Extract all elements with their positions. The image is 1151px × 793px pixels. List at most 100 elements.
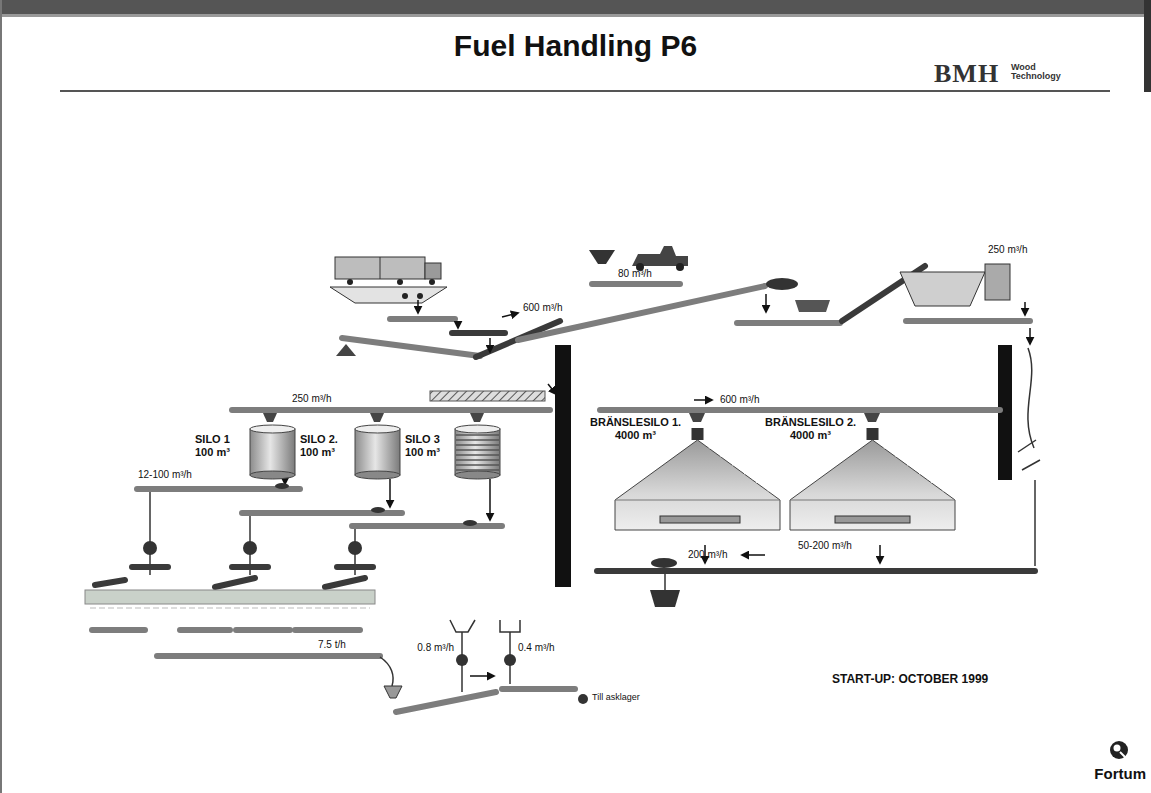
diagram-title: Fuel Handling P6 [0,28,1151,64]
boiler-feeders-part [384,686,402,698]
boiler-feeders-part [215,578,255,587]
boiler-feeders-part [132,564,168,570]
truck-unloading [330,257,447,313]
screen-crusher [737,264,1030,344]
frame-band-part [0,0,1151,14]
intake-conveyors-part [632,246,688,266]
bucket-elevator-part [555,345,571,587]
intake-conveyors-part [452,330,505,336]
silo-label: BRÄNSLESILO 2.4000 m³ [765,416,856,442]
silo-cap [692,428,704,440]
silo-shape [455,425,500,479]
truck-unloading-part [380,257,381,279]
flow-rate: 200 m³/h [688,549,727,561]
flow-rate: 7.5 t/h [318,639,346,651]
silo-step [927,479,931,483]
ash-handling-part [578,694,588,704]
silo-step [764,487,768,491]
flow-rate: 0.4 m³/h [518,642,555,654]
frame-band-part [0,0,2,793]
flow-rate: 0.8 m³/h [417,642,454,654]
day-silo-feed-part [389,479,391,507]
silo-volume: 100 m³ [195,446,230,459]
logo-subtext: Wood Technology [1011,63,1073,82]
boiler-feeders-part [157,653,380,659]
fuel-silo-conveyors-part [864,413,880,422]
company-logo-text: Fortum [1094,765,1146,783]
fuel-silo-conveyors [597,400,1035,607]
day-silo-feed-part [371,507,385,513]
fuel-silo-conveyors-part [600,407,1000,413]
ash-handling [396,620,588,712]
boiler-feeders-part [92,627,145,633]
day-silo-feed-part [463,520,477,526]
truck-unloading-part [335,257,425,279]
silo-shape [355,425,400,479]
silo-stripe [456,439,499,441]
screen-crusher-part [737,320,840,326]
silo-volume: 4000 m³ [765,429,856,442]
day-silo-feed-part [430,391,545,401]
fortum-logo-symbol [1110,741,1128,759]
intake-conveyors-part [342,338,480,356]
screen-crusher-part [795,300,830,312]
screen-crusher-part [1029,328,1031,344]
boiler-feeders-part [243,541,257,555]
ash-handling-part [500,620,520,632]
truck-unloading-part [425,263,441,279]
intake-conveyors-part [676,263,684,271]
intake-conveyors-part [336,344,356,356]
silo-volume: 4000 m³ [590,429,681,442]
silo-body [250,429,295,475]
boiler-feeders-part [325,578,365,587]
truck-unloading-part [330,287,447,303]
fuel-silo: BRÄNSLESILO 1.4000 m³ [615,428,780,530]
fortum-logo-symbol-part [1114,745,1121,752]
discharge-screw [660,516,740,523]
silo-bottom [250,471,295,479]
silo-stripe [456,459,499,461]
silo-top [250,425,295,433]
ash-handling-part [504,654,516,666]
silo-body [790,440,955,530]
bucket-elevator-part [1018,440,1040,470]
boiler-feeders-part [295,627,360,633]
fuel-silo-conveyors-part [597,568,1035,574]
day-silo: SILO 1100 m³ [250,425,295,479]
silo-step [939,487,943,491]
silo-step [752,479,756,483]
silo-top [355,425,400,433]
silo-bottom [355,471,400,479]
silo-edge [790,500,955,501]
bucket-elevator-part [548,384,556,394]
silo-label: SILO 3100 m³ [405,433,440,459]
silo-step [880,445,884,449]
boiler-feeders-part [236,627,290,633]
flow-rate: 600 m³/h [718,394,761,406]
intake-conveyors [336,246,765,357]
silo-stripe [456,444,499,446]
day-silo-feed [137,391,550,526]
flow-rate: 600 m³/h [523,302,562,314]
silo-shape [615,428,780,530]
fuel-silo-conveyors-part [694,399,712,401]
fuel-silo-conveyors-part [651,558,677,568]
silo-step [916,470,920,474]
fuel-silo-conveyors-part [664,574,666,590]
intake-conveyors-part [390,316,455,322]
silo-stripe [456,449,499,451]
day-silo-feed-part [263,413,277,422]
intake-conveyors-part [489,338,491,352]
silo-label: SILO 2.100 m³ [300,433,338,459]
silo-name: SILO 1 [195,433,230,446]
screen-crusher-part [1024,302,1026,315]
intake-conveyors-part [592,281,680,287]
flow-rate: 250 m³/h [988,244,1027,256]
day-silo-feed-part [470,413,484,422]
ash-handling-part [396,692,496,712]
silo-step [705,445,709,449]
screen-crusher-part [900,272,985,306]
fuel-silo-conveyors-part [879,545,881,563]
